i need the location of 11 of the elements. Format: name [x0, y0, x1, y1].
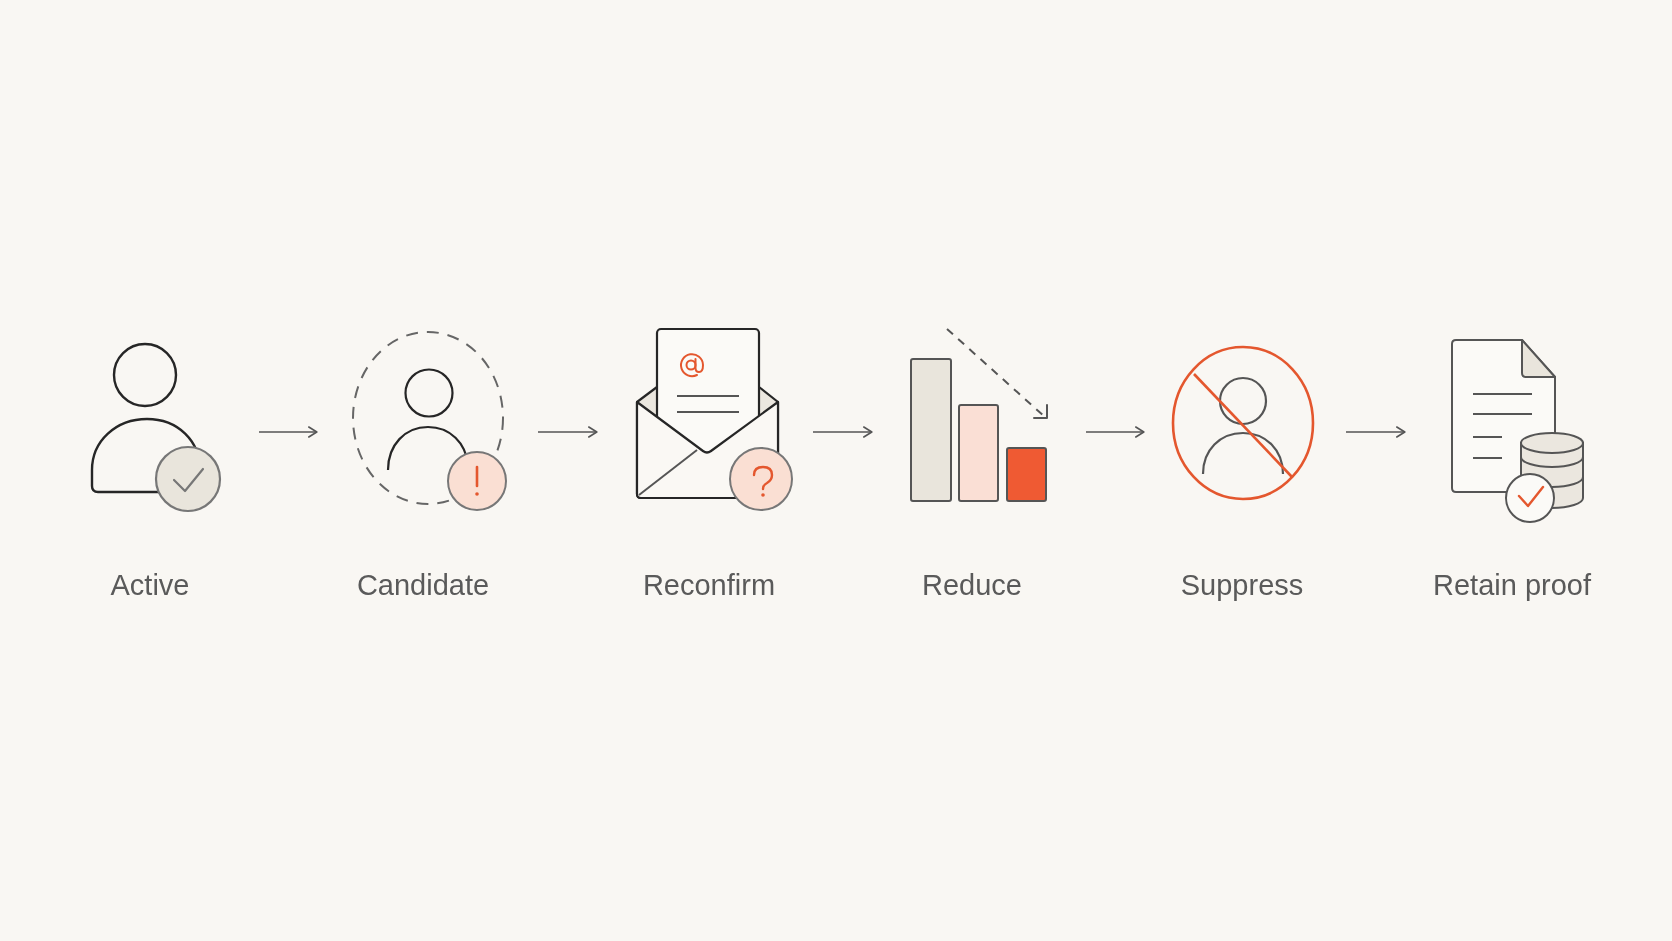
arrow [258, 426, 318, 438]
arrow [537, 426, 598, 438]
arrow [812, 426, 873, 438]
step-label: Reduce [922, 568, 1022, 602]
step-label: Candidate [356, 568, 490, 602]
step-label: Reconfirm [642, 568, 776, 602]
arrow [1345, 426, 1406, 438]
step-label: Retain proof [1433, 568, 1591, 602]
arrow [1085, 426, 1145, 438]
step-label: Suppress [1180, 568, 1304, 602]
step-label: Active [110, 568, 190, 602]
